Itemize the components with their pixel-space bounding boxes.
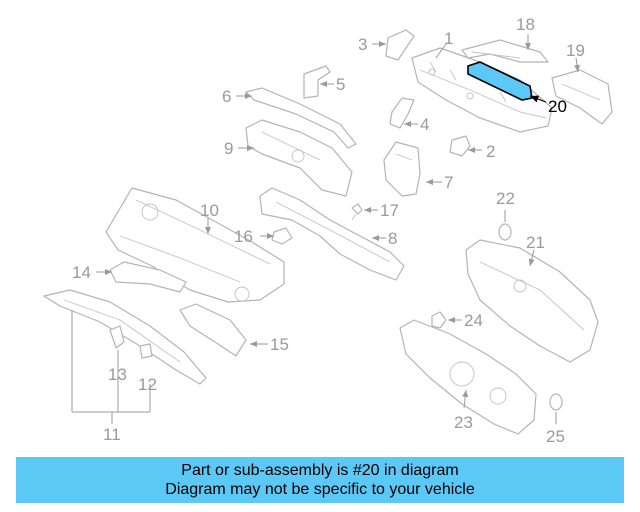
svg-text:23: 23 xyxy=(454,413,473,432)
callout-25: 25 xyxy=(546,412,565,446)
svg-text:24: 24 xyxy=(464,311,483,330)
svg-text:12: 12 xyxy=(138,375,157,394)
part-1-cowl-panel xyxy=(411,47,553,133)
part-19-bracket xyxy=(551,69,613,125)
svg-text:20: 20 xyxy=(548,97,567,116)
callout-22: 22 xyxy=(496,189,515,222)
svg-text:18: 18 xyxy=(516,15,535,34)
callout-14: 14 xyxy=(72,263,112,282)
info-banner: Part or sub-assembly is #20 in diagram D… xyxy=(16,457,624,503)
callout-7: 7 xyxy=(426,173,453,192)
svg-text:10: 10 xyxy=(200,201,219,220)
svg-text:11: 11 xyxy=(103,425,121,444)
svg-text:21: 21 xyxy=(526,233,545,252)
callout-23: 23 xyxy=(454,389,473,432)
part-8-reinforcement xyxy=(259,187,405,281)
svg-text:16: 16 xyxy=(234,227,253,246)
part-9-panel xyxy=(245,119,353,197)
part-13-clip xyxy=(109,325,125,349)
callout-16: 16 xyxy=(234,227,274,246)
svg-text:22: 22 xyxy=(496,189,515,208)
part-14-rail xyxy=(109,261,187,293)
svg-text:15: 15 xyxy=(270,335,289,354)
callout-20: 20 xyxy=(529,95,567,116)
part-24-clip xyxy=(431,311,447,329)
part-22-grommet xyxy=(498,223,512,241)
callout-11-bracket xyxy=(71,310,151,424)
callout-19: 19 xyxy=(566,41,585,73)
banner-line-2: Diagram may not be specific to your vehi… xyxy=(165,481,475,498)
callout-4: 4 xyxy=(404,115,429,134)
part-11-side-rail xyxy=(43,289,207,385)
callout-13: 13 xyxy=(108,365,127,384)
callout-15: 15 xyxy=(250,335,289,354)
part-15-rail xyxy=(179,303,247,357)
part-18-bracket xyxy=(461,39,549,63)
callout-5: 5 xyxy=(320,75,345,94)
callout-12: 12 xyxy=(138,375,157,394)
svg-text:9: 9 xyxy=(224,139,233,158)
svg-text:17: 17 xyxy=(380,201,399,220)
svg-text:4: 4 xyxy=(420,115,429,134)
part-4-bracket xyxy=(389,97,415,129)
callout-18: 18 xyxy=(516,15,535,50)
banner-line-1: Part or sub-assembly is #20 in diagram xyxy=(181,462,459,479)
callout-9: 9 xyxy=(224,139,254,158)
svg-text:7: 7 xyxy=(444,173,453,192)
callout-8: 8 xyxy=(372,229,397,248)
callout-10: 10 xyxy=(200,201,219,234)
part-25-grommet xyxy=(549,393,563,411)
callout-21: 21 xyxy=(526,233,545,267)
svg-text:14: 14 xyxy=(72,263,91,282)
part-6-rail xyxy=(245,87,357,149)
callout-1: 1 xyxy=(435,29,453,59)
svg-text:8: 8 xyxy=(388,229,397,248)
callout-17: 17 xyxy=(364,201,399,220)
svg-text:2: 2 xyxy=(486,142,495,161)
svg-text:6: 6 xyxy=(222,87,231,106)
part-17-bolt xyxy=(351,203,363,221)
svg-text:25: 25 xyxy=(546,427,565,446)
callout-24: 24 xyxy=(448,311,483,330)
callout-2: 2 xyxy=(468,142,495,161)
part-7-bracket xyxy=(383,141,421,197)
part-12-clip xyxy=(139,343,153,359)
svg-text:5: 5 xyxy=(336,75,345,94)
callout-6: 6 xyxy=(222,87,252,106)
part-10-dash-panel xyxy=(105,187,285,303)
svg-text:19: 19 xyxy=(566,41,585,60)
part-3-bracket xyxy=(385,29,415,61)
svg-text:1: 1 xyxy=(444,29,453,48)
part-2-bracket xyxy=(449,135,471,157)
svg-text:13: 13 xyxy=(108,365,127,384)
parts-diagram: 1 2 3 4 5 6 7 8 9 10 11 xyxy=(43,15,613,446)
part-5-bracket xyxy=(303,65,331,99)
svg-text:3: 3 xyxy=(358,35,367,54)
callout-11: 11 xyxy=(103,425,121,444)
part-16-bracket xyxy=(271,227,293,245)
part-21-insulator xyxy=(465,239,599,363)
part-23-insulator xyxy=(399,319,537,435)
callout-3: 3 xyxy=(358,35,386,54)
